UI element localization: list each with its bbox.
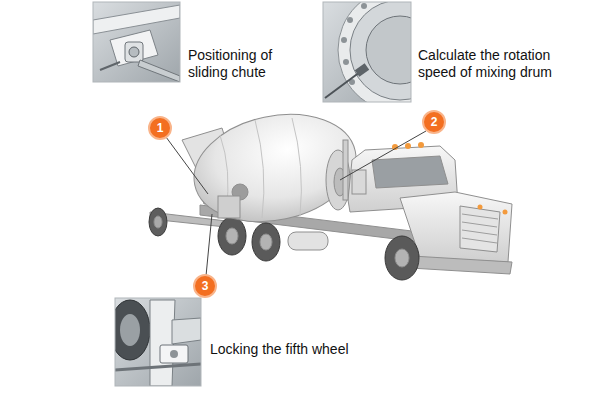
callout-label: Locking the fifth wheel bbox=[210, 341, 410, 358]
callout-label: Positioning of sliding chute bbox=[188, 47, 300, 81]
leader-lines bbox=[166, 131, 426, 276]
callout-number-text: 2 bbox=[431, 115, 438, 129]
mixer-truck bbox=[149, 100, 512, 280]
chute-inset bbox=[93, 2, 180, 82]
leader-line bbox=[166, 137, 208, 194]
callout-number-text: 1 bbox=[157, 121, 164, 135]
leader-line bbox=[340, 131, 426, 180]
callout-number: 1 bbox=[148, 116, 172, 140]
callout-number-text: 3 bbox=[202, 279, 209, 293]
leader-line bbox=[206, 214, 212, 276]
callout-number: 3 bbox=[193, 274, 217, 298]
fifth-wheel-inset bbox=[115, 298, 201, 386]
drum-sensor-inset bbox=[323, 2, 411, 102]
callout-number: 2 bbox=[422, 110, 446, 134]
callout-label: Calculate the rotation speed of mixing d… bbox=[418, 47, 586, 81]
marker-lights bbox=[392, 142, 508, 215]
